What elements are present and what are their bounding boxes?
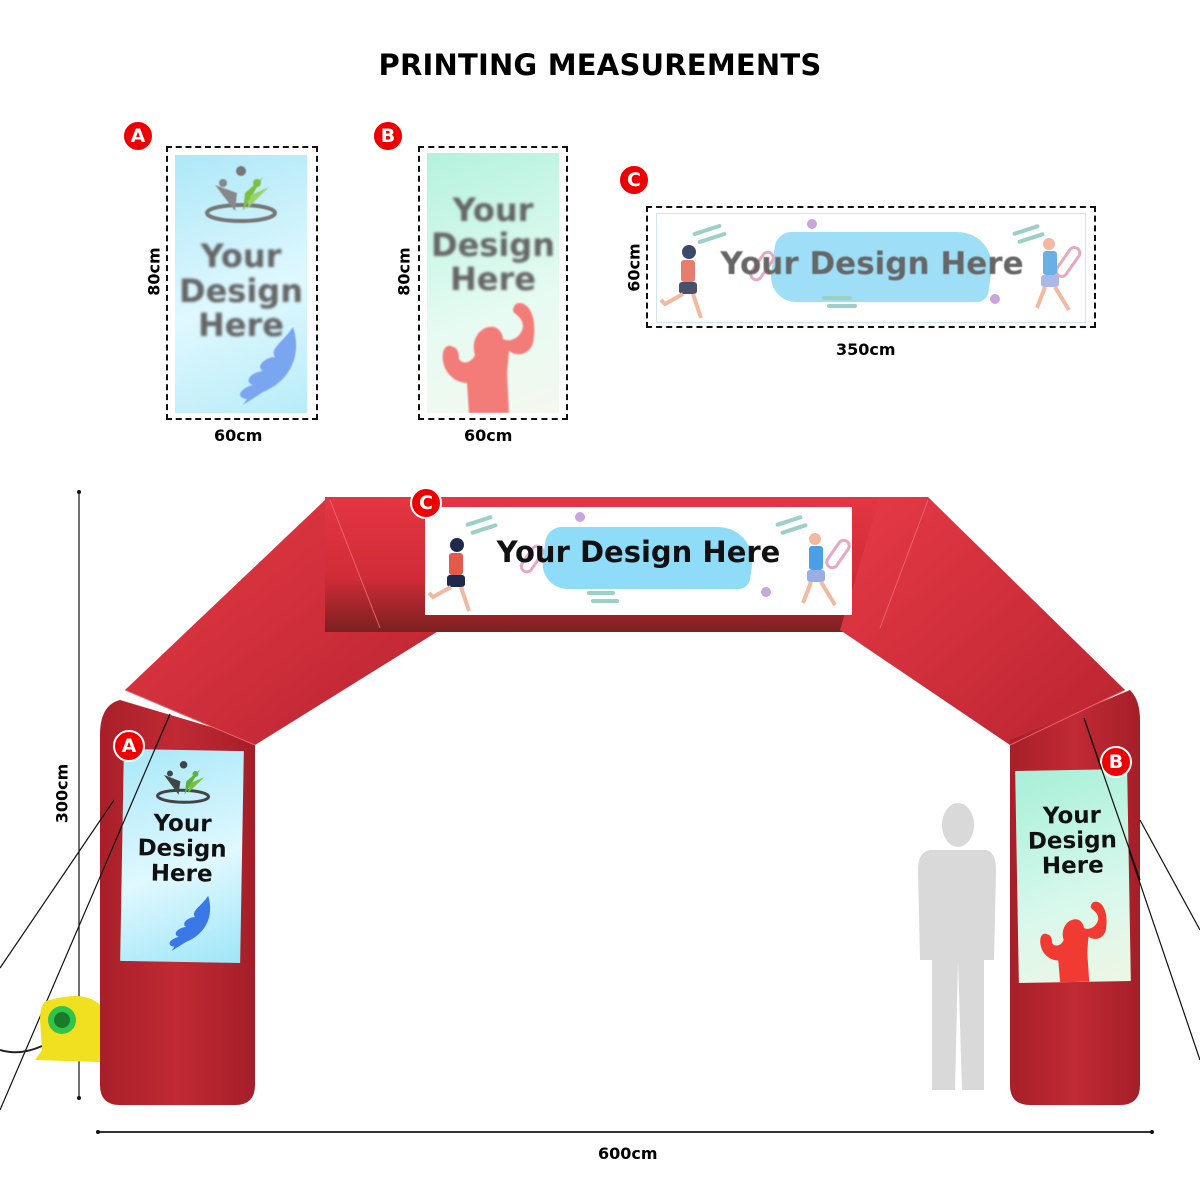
arch-panel-a-text: Your Design Here [137,810,227,888]
template-c-text: Your Design Here [720,246,1024,282]
template-a-panel: Your Design Here [175,155,307,413]
template-a-text: Your Design Here [179,237,303,345]
runner-man-icon [801,533,837,607]
template-b-text: Your Design Here [431,191,555,299]
person-silhouette-icon [918,803,996,1090]
muscle-man-icon [1040,901,1107,983]
people-logo-icon [156,761,211,804]
feather-icon [169,895,211,951]
arch-banner-c-text: Your Design Here [496,535,781,569]
air-blower-icon [35,996,100,1062]
arch-panel-b: Your Design Here [1015,769,1131,983]
arch-height-label: 300cm [52,763,72,824]
template-b-panel: Your Design Here [427,153,559,413]
runner-man-icon [1035,238,1071,312]
badge-b: B [372,120,404,152]
arch-badge-b: B [1100,746,1132,778]
runner-woman-icon [659,245,703,319]
arch-badge-a: A [113,730,145,762]
page-title: PRINTING MEASUREMENTS [378,48,822,82]
arch-panel-a: Your Design Here [120,748,244,964]
arch-banner-c: Your Design Here [425,507,852,615]
template-c-width-label: 350cm [836,340,896,359]
template-b-width-label: 60cm [464,426,513,445]
feather-icon [240,327,297,405]
template-c-frame [646,206,1096,328]
muscle-man-icon [442,303,535,413]
badge-a: A [122,120,154,152]
badge-c: C [618,164,650,196]
arch-panel-b-text: Your Design Here [1027,802,1118,880]
template-a-frame [166,146,318,420]
template-b-frame [418,146,568,420]
runner-woman-icon [427,538,471,612]
arch-badge-c: C [410,487,442,519]
people-logo-icon [205,166,277,223]
template-c-banner: Your Design Here [656,213,1086,323]
template-a-width-label: 60cm [214,426,263,445]
arch-width-label: 600cm [598,1144,658,1163]
